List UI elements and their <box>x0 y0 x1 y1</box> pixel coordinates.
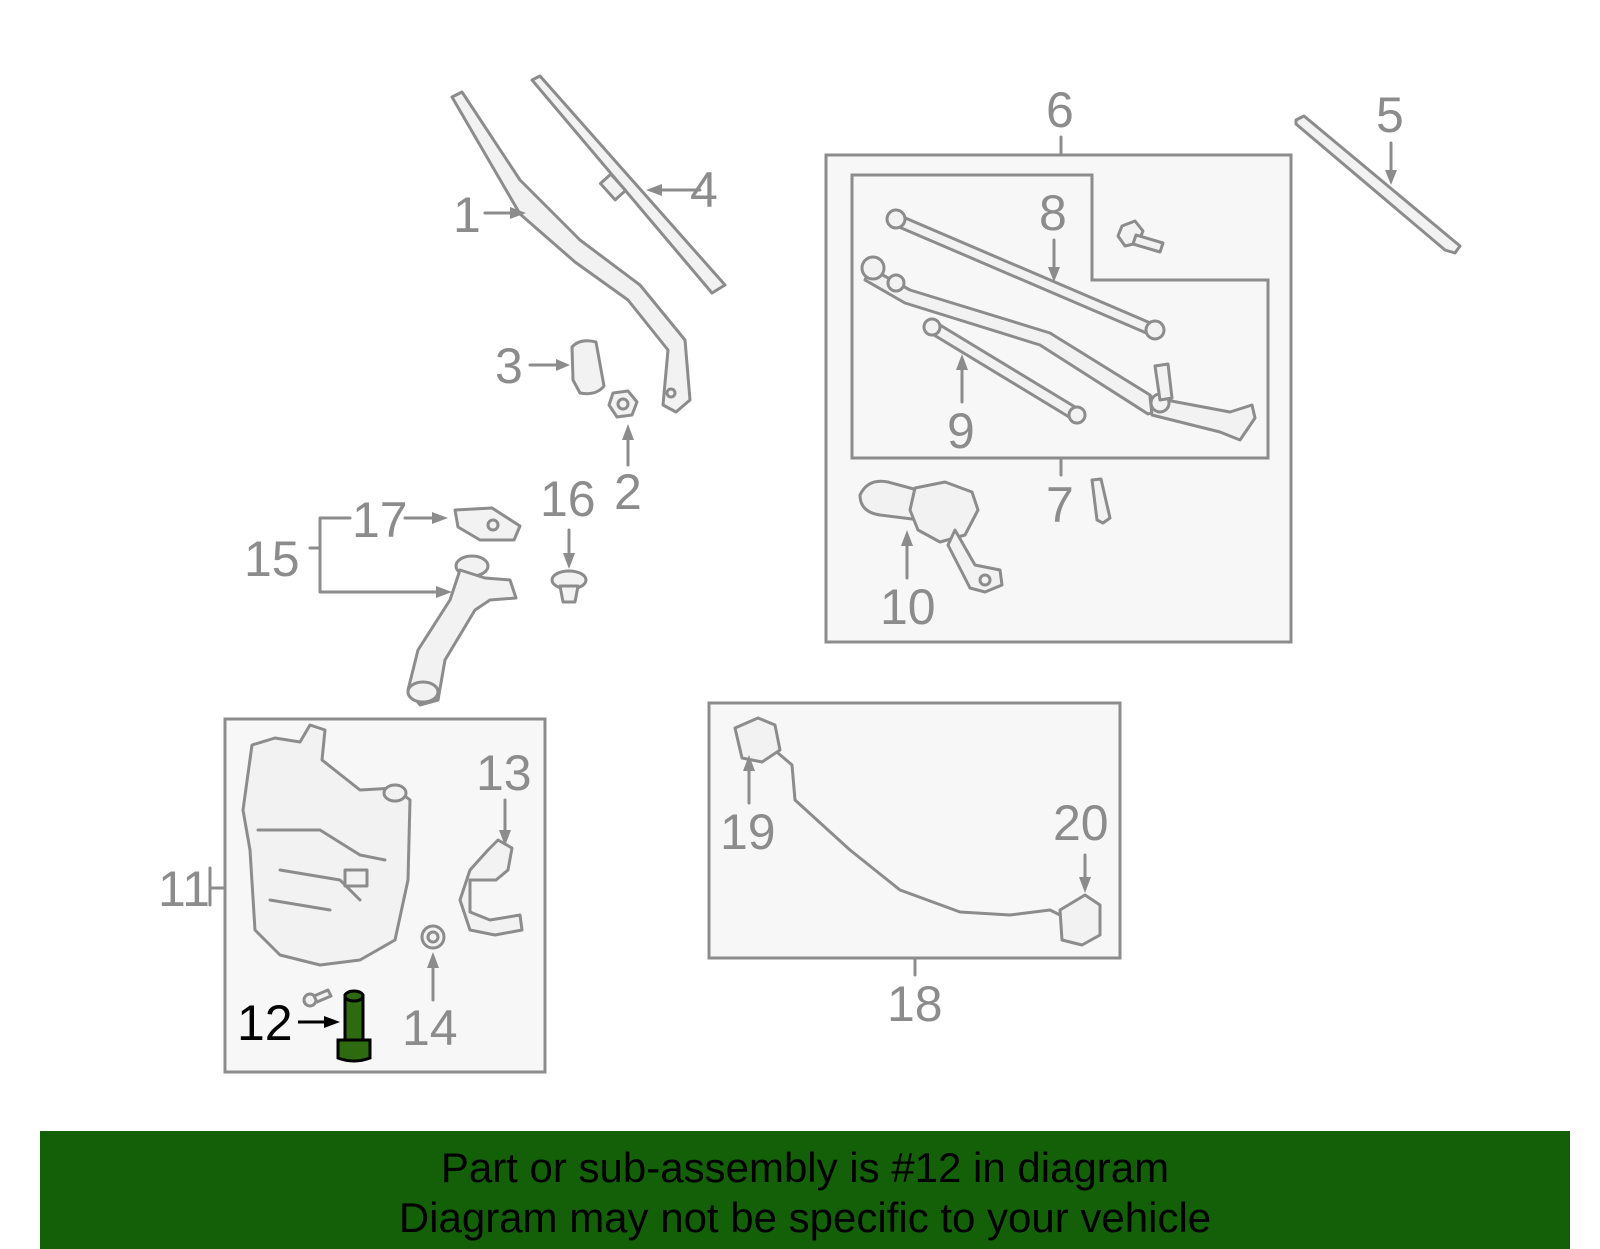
label-part-14: 14 <box>402 1000 458 1056</box>
label-part-1: 1 <box>453 187 481 243</box>
highlighted-part-12[interactable] <box>336 989 372 1063</box>
label-part-18: 18 <box>887 976 943 1032</box>
washer-nozzle-gasket-part[interactable] <box>453 506 522 542</box>
link-rod-lower-part[interactable] <box>922 317 1087 425</box>
linkage-bolt-part[interactable] <box>1116 219 1165 254</box>
label-part-13: 13 <box>476 745 532 801</box>
label-part-12: 12 <box>237 995 293 1051</box>
label-part-2: 2 <box>614 464 642 520</box>
pump-grommet-part[interactable] <box>420 924 446 950</box>
label-part-3: 3 <box>495 338 523 394</box>
label-part-16: 16 <box>540 471 596 527</box>
linkage-frame-part[interactable] <box>860 255 1257 442</box>
label-part-10: 10 <box>880 579 936 635</box>
link-rod-upper-part[interactable] <box>885 208 1166 341</box>
washer-filler-neck-part[interactable] <box>406 554 518 707</box>
leader-lines <box>208 135 1397 1028</box>
label-part-20: 20 <box>1053 795 1109 851</box>
linkage-grommet-part[interactable] <box>1090 477 1112 525</box>
banner-line-disclaimer: Diagram may not be specific to your vehi… <box>398 1194 1212 1241</box>
label-part-6: 6 <box>1046 82 1074 138</box>
wiper-arm-part[interactable] <box>450 90 692 414</box>
washer-pump-part[interactable] <box>458 838 524 937</box>
label-part-15: 15 <box>244 531 300 587</box>
washer-reservoir-part[interactable] <box>241 723 412 967</box>
banner-line-part-number: Part or sub-assembly is #12 in diagram <box>440 1144 1170 1191</box>
cowl-molding-part[interactable] <box>1294 114 1462 255</box>
reservoir-bolt-part[interactable] <box>302 988 333 1008</box>
hood-hose-bracket-part[interactable] <box>733 716 782 764</box>
wiper-arm-cap-part[interactable] <box>570 339 606 396</box>
hose-clip-part[interactable] <box>550 569 588 604</box>
label-part-17: 17 <box>352 492 408 548</box>
parts-diagram: 1 2 3 4 5 6 7 8 9 10 11 12 13 14 15 16 1… <box>158 74 1462 1074</box>
label-part-5: 5 <box>1376 87 1404 143</box>
arm-nut-part[interactable] <box>607 389 639 419</box>
label-part-4: 4 <box>690 162 718 218</box>
wiper-blade-part[interactable] <box>530 74 727 295</box>
label-part-11: 11 <box>158 861 210 917</box>
box-linkage-inner <box>850 173 1270 460</box>
label-part-8: 8 <box>1039 185 1067 241</box>
wiper-motor-part[interactable] <box>858 479 1004 594</box>
info-banner: Part or sub-assembly is #12 in diagram D… <box>40 1131 1570 1249</box>
label-part-9: 9 <box>947 403 975 459</box>
washer-hose-part[interactable] <box>776 751 1062 917</box>
washer-nozzle-part[interactable] <box>1058 893 1102 947</box>
label-part-19: 19 <box>720 804 776 860</box>
label-part-7: 7 <box>1046 477 1074 533</box>
